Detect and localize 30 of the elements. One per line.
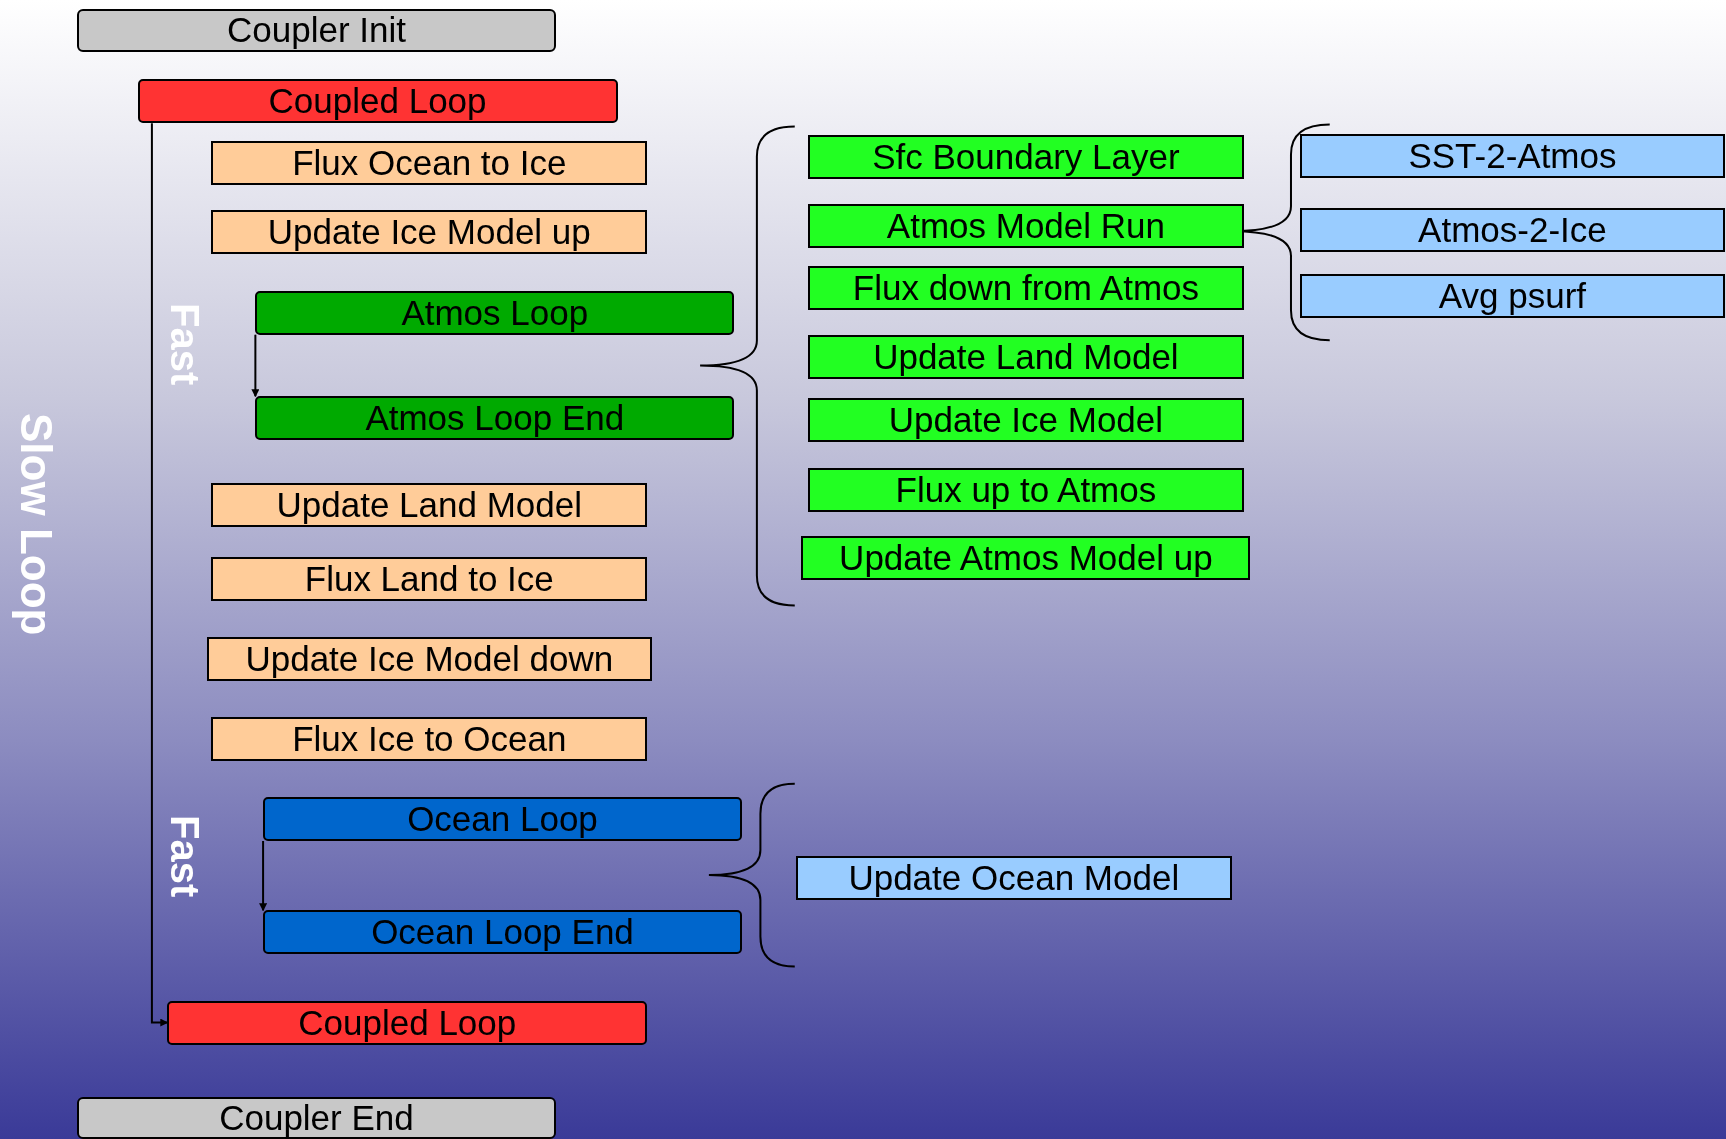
process-box: Update Ice Model up [211,210,648,255]
loop-label: Slow Loop [10,412,61,636]
process-box: Atmos Loop End [255,396,735,441]
process-box: Coupled Loop [137,79,618,124]
process-box: Update Ice Model down [206,637,652,682]
arrow [251,333,260,398]
process-box: Coupled Loop [167,1000,648,1045]
process-box: Flux up to Atmos [807,467,1244,512]
process-box: Sfc Boundary Layer [807,135,1244,180]
process-box: Flux Ocean to Ice [211,140,648,185]
process-box: Update Land Model [807,334,1244,379]
process-box: Coupler End [77,1097,556,1139]
process-box: Avg psurf [1300,274,1725,319]
process-box: Update Ice Model [807,398,1244,443]
process-box: Update Land Model [211,483,648,528]
process-box: Atmos-2-Ice [1300,208,1725,253]
process-box: Flux down from Atmos [807,266,1244,311]
loop-label: Fast [161,814,207,897]
process-box: Update Ocean Model [795,856,1232,901]
process-box: Ocean Loop [263,796,742,841]
process-box: Flux Land to Ice [211,557,648,601]
arrow [259,840,268,912]
arrow [150,122,169,1027]
process-box: SST-2-Atmos [1300,134,1725,179]
process-box: Atmos Model Run [807,203,1244,248]
process-box: Update Atmos Model up [801,536,1251,581]
process-box: Flux Ice to Ocean [211,716,648,761]
process-box: Ocean Loop End [263,910,742,955]
process-box: Atmos Loop [255,290,735,335]
process-box: Coupler Init [77,8,556,52]
